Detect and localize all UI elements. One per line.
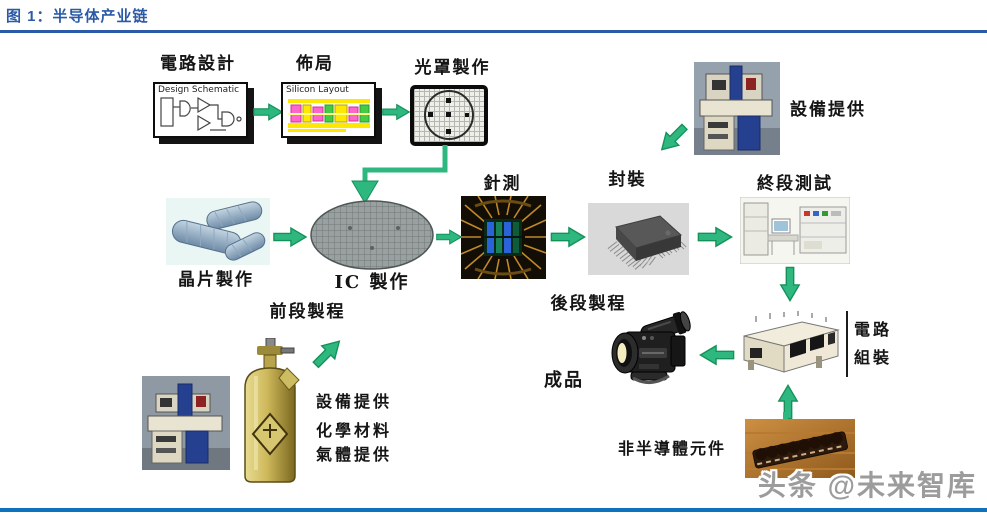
label-circuit-assembly-line2: 組裝 xyxy=(854,348,893,367)
label-gas-supply: 氣體提供 xyxy=(316,445,393,464)
label-finished-product: 成品 xyxy=(544,370,584,391)
flow-arrow-up-icon xyxy=(776,383,802,421)
circuit-schematic-drawing xyxy=(160,96,242,132)
flow-arrow-right-icon xyxy=(549,225,587,251)
label-chemical-materials: 化學材料 xyxy=(316,421,393,440)
flow-arrow-right-icon xyxy=(436,225,474,251)
camcorder-image xyxy=(611,311,691,384)
flow-arrow-down-icon xyxy=(776,265,802,303)
label-circuit-assembly: 電路 組裝 xyxy=(854,316,892,372)
flow-arrow-up-right-icon xyxy=(306,330,351,375)
label-wafer-making: 晶片製作 xyxy=(178,270,254,290)
label-ic-making: IC 製作 xyxy=(334,272,410,293)
watermark: 头条 @未来智库 xyxy=(757,470,977,501)
label-circuit-assembly-line1: 電路 xyxy=(854,320,893,339)
equipment-machine-image-bottom xyxy=(142,376,230,470)
gas-cylinder-image xyxy=(244,338,300,483)
flow-arrow-right-icon xyxy=(382,100,420,126)
label-equipment-supply-bottom: 設備提供 xyxy=(316,392,393,411)
label-back-end-process: 後段製程 xyxy=(550,294,627,314)
label-layout: 佈局 xyxy=(296,54,334,74)
probe-test-image xyxy=(461,196,546,279)
flow-arrow-right-icon xyxy=(697,225,735,251)
label-front-end-process: 前段製程 xyxy=(269,302,346,322)
photomask-image xyxy=(410,85,488,146)
label-equipment-supply-top: 設備提供 xyxy=(790,100,866,120)
label-final-test: 終段測試 xyxy=(757,174,833,194)
non-semiconductor-components-image xyxy=(745,419,855,478)
connector-mask-to-wafer xyxy=(351,145,448,204)
equipment-machine-image-top xyxy=(694,62,780,155)
silicon-layout-image: Silicon Layout xyxy=(281,82,376,138)
wafer-image xyxy=(310,200,434,270)
figure-title: 图 1：半导体产业链 xyxy=(6,8,149,25)
label-mask-making: 光罩製作 xyxy=(414,58,491,78)
flow-arrow-right-icon xyxy=(253,100,291,126)
smt-assembly-machine-image xyxy=(743,311,840,373)
title-underline xyxy=(0,30,987,33)
design-schematic-caption: Design Schematic xyxy=(158,85,240,95)
silicon-layout-caption: Silicon Layout xyxy=(286,85,349,95)
flow-arrow-left-icon xyxy=(697,341,735,367)
connector-nonsemi-stem xyxy=(783,412,788,421)
label-packaging: 封裝 xyxy=(608,170,647,190)
label-probe-test: 針測 xyxy=(483,174,522,194)
label-non-semiconductor-parts: 非半導體元件 xyxy=(618,439,727,458)
ic-layout-drawing xyxy=(288,99,370,132)
label-circuit-design: 電路設計 xyxy=(160,54,236,74)
bottom-rule xyxy=(0,508,987,512)
ic-package-image xyxy=(588,203,689,275)
final-test-equipment-image xyxy=(740,197,850,264)
assembly-divider-line xyxy=(846,311,848,377)
design-schematic-image: Design Schematic xyxy=(153,82,248,138)
flow-arrow-down-left-icon xyxy=(648,116,693,161)
flow-arrow-right-icon xyxy=(273,225,311,251)
silicon-ingots-image xyxy=(166,198,270,265)
